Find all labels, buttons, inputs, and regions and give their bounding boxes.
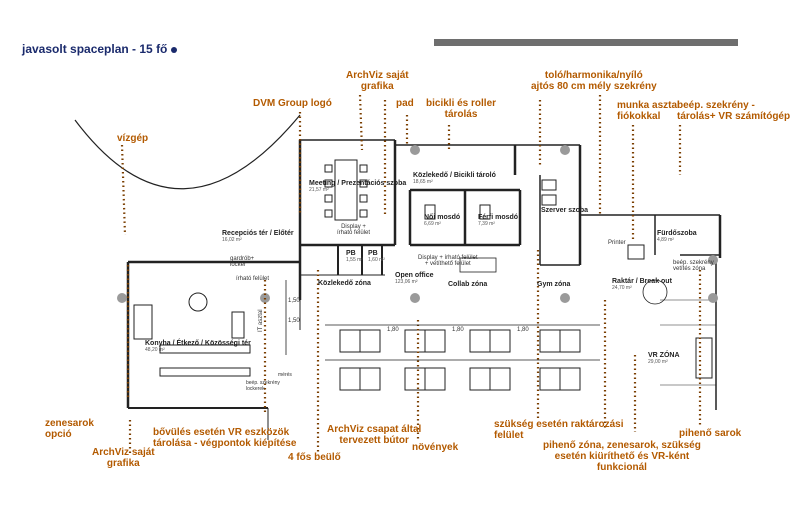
annotation-archviz-grafika-bottom: ArchViz saját grafika (92, 447, 155, 469)
room-szerver: Szerver szoba (541, 207, 589, 214)
label-display-1: Display + írható felület (337, 224, 371, 236)
room-collab: Collab zóna (448, 281, 488, 288)
annotation-novenyek: növények (412, 442, 459, 453)
room-gym: Gym zóna (537, 281, 571, 288)
annotation-archviz-grafika-top: ArchViz saját grafika (346, 70, 409, 92)
annotation-tolo-ajto: toló/harmonika/nyíló ajtós 80 cm mély sz… (531, 70, 657, 92)
room-raktar: Raktár / Break out 24,70 m² (612, 278, 672, 291)
room-noi-mosdo: Női mosdó 6,69 m² (424, 214, 461, 227)
label-gardrob: gardrób+ locker (230, 256, 255, 268)
room-pb-1: PB 1,55 m² (346, 250, 363, 263)
sofa (133, 304, 153, 340)
annotation-bovules: bővülés esetén VR eszközök tárolása - vé… (153, 427, 297, 449)
annotation-zenesarok: zenesarok opció (45, 418, 94, 440)
room-meeting: Meeting / Prezentációs szoba 21,57 m² (309, 180, 407, 193)
title-bullet-icon (171, 46, 178, 53)
dimension-150-a: 1,50 (288, 298, 300, 304)
annotation-pad: pad (396, 98, 414, 109)
plant-icon (117, 293, 127, 303)
meeting-table (334, 159, 358, 221)
plant-icon (708, 255, 718, 265)
dimension-180-a: 1,80 (387, 327, 399, 333)
label-beep-small: beép. szekrény vetítés zóna (673, 260, 714, 272)
curved-wall (74, 114, 301, 190)
room-konyha: Konyha / Étkező / Közösségi tér 48,20 m² (145, 340, 251, 353)
plant-icon (560, 293, 570, 303)
annotation-raktarozasi: szükség esetén raktározási felület (494, 419, 624, 441)
plant-icon (708, 293, 718, 303)
kitchen-counter (159, 344, 251, 354)
label-printer: Printer (608, 240, 626, 246)
annotation-munka-asztal: munka asztal fiókokkal (617, 100, 680, 122)
room-pb-2: PB 1,60 m² (368, 250, 385, 263)
plant-icon (410, 293, 420, 303)
dimension-180-b: 1,80 (452, 327, 464, 333)
room-recepcio: Recepciós tér / Előtér 16,02 m² (222, 230, 294, 243)
page-title: javasolt spaceplan - 15 fő (22, 42, 178, 56)
room-ferfi-mosdo: Férfi mosdó 7,39 m² (478, 214, 519, 227)
room-kozlekedo-bicikli: Közlekedő / Bicikli tároló 18,65 m² (413, 172, 496, 185)
dimension-180-c: 1,80 (517, 327, 529, 333)
header-bar (434, 39, 738, 46)
round-table (188, 292, 208, 312)
annotation-piheno-sarok: pihenő sarok (679, 428, 742, 439)
plant-icon (560, 145, 570, 155)
desk-cluster (339, 329, 581, 391)
label-display-2: Display + írható felület + vetíthető fel… (418, 255, 478, 267)
annotation-piheno-zona: pihenő zóna, zenesarok, szükség esetén k… (543, 440, 701, 473)
annotation-beep-szekreny-top: beép. szekrény - tárolás+ VR számítógép (677, 100, 791, 122)
room-open-office: Open office 123,06 m² (395, 272, 434, 285)
room-furdo: Fürdőszoba 4,89 m² (657, 230, 697, 243)
label-it-asztal: IT asztal (258, 309, 264, 332)
annotation-vizgep: vízgép (117, 133, 149, 144)
dimension-150-b: 1,50 (288, 318, 300, 324)
title-text: javasolt spaceplan - 15 fő (22, 42, 168, 56)
plant-icon (410, 145, 420, 155)
room-vr-zona: VR ZÓNA 29,00 m² (648, 352, 680, 365)
label-mero: mérés (278, 372, 292, 378)
annotation-negy-fos: 4 fős beülő (288, 452, 341, 463)
leader-lines (120, 94, 702, 455)
label-beep-left: beép. szekrény lockerek (246, 380, 280, 392)
annotation-archviz-butor: ArchViz csapat által tervezett bútor (327, 424, 422, 446)
vr-sofa (695, 337, 713, 379)
label-irhato: írható felület (236, 276, 270, 282)
annotation-dvm-logo: DVM Group logó (253, 98, 332, 109)
annotation-bicikli: bicikli és roller tárolás (426, 98, 497, 120)
room-kozlekedo-zona: Közlekedő zóna (318, 280, 371, 287)
